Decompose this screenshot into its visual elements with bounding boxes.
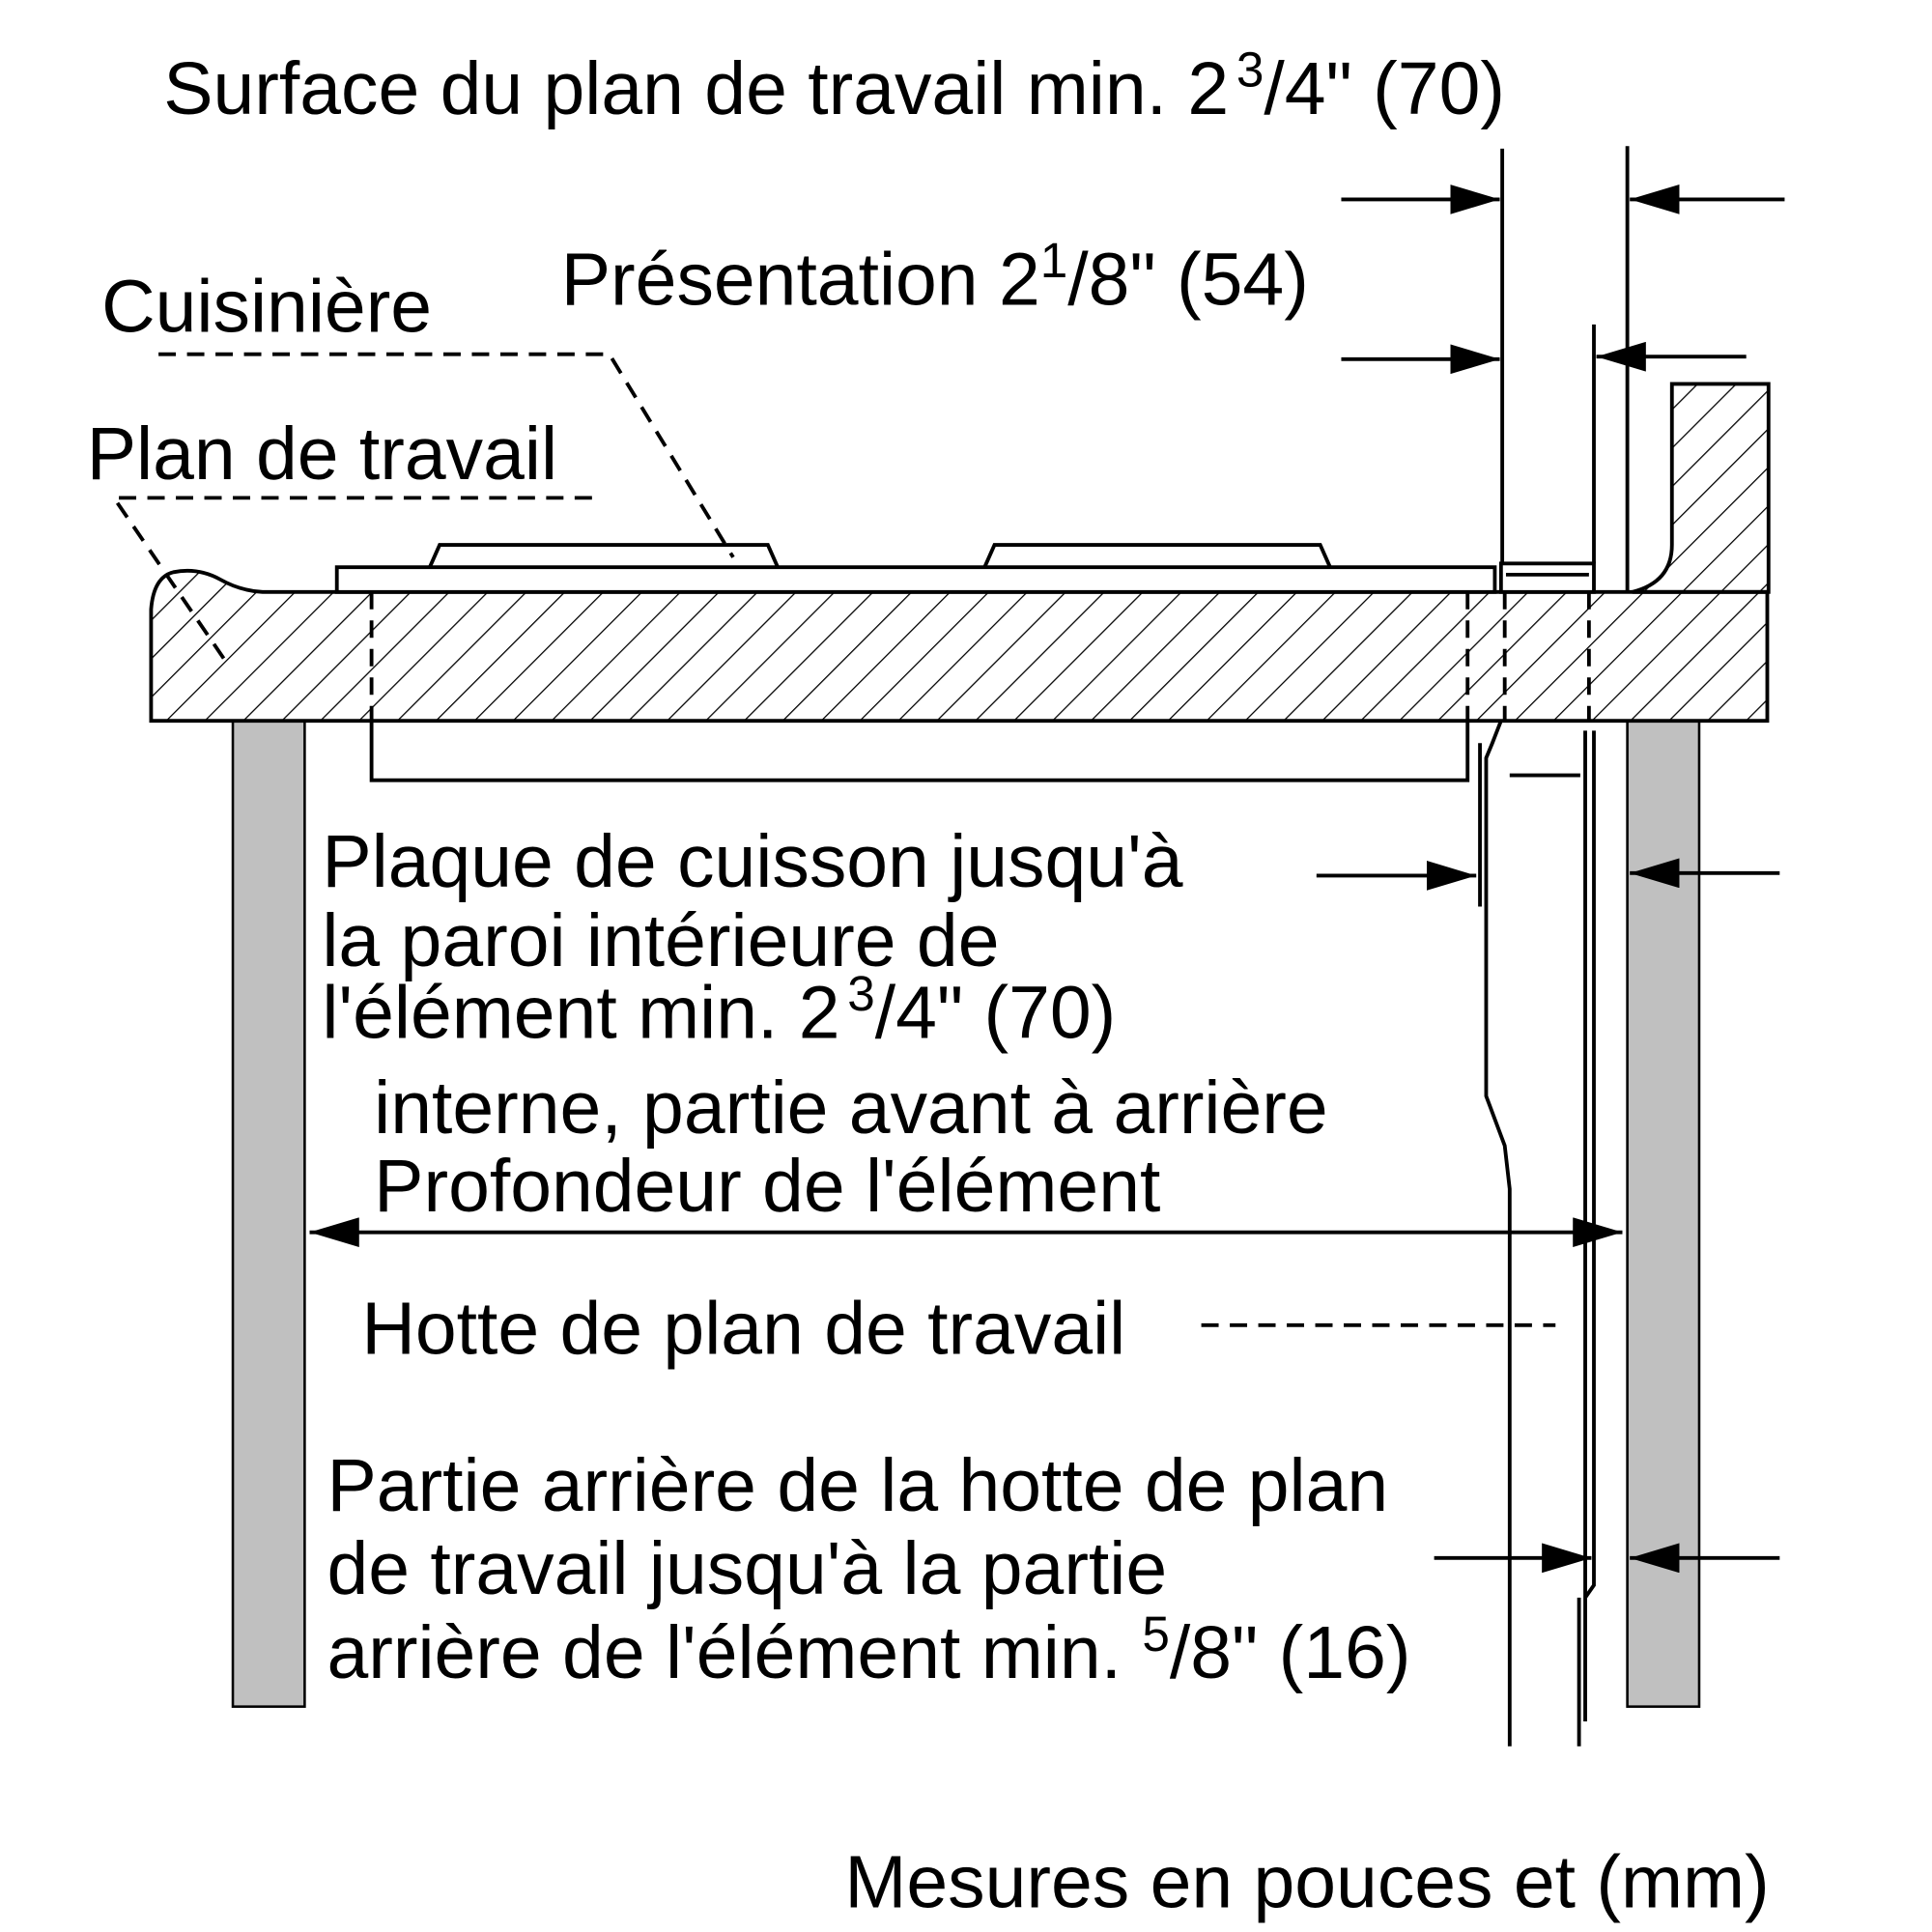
cabinet-left-wall: [231, 719, 306, 1708]
hood-front-wall: [1484, 720, 1512, 1747]
hood-back-wall: [1577, 730, 1596, 1747]
cooktop-label: Cuisinière: [101, 266, 432, 349]
cooktop-underside: [369, 721, 1470, 782]
burner-right: [982, 543, 1332, 568]
cooktop-to-wall-label: Plaque de cuisson jusqu'à la paroi intér…: [322, 820, 1204, 1054]
backsplash-section: [1632, 382, 1771, 594]
hood-back-label: Partie arrière de la hotte de plan de tr…: [327, 1444, 1410, 1694]
leader-countertop: [110, 496, 592, 668]
countertop-section: [149, 568, 1770, 724]
leader-cooktop: [158, 352, 735, 558]
countertop-label: Plan de travail: [87, 412, 557, 496]
hood-label: Hotte de plan de travail: [361, 1287, 1125, 1370]
presentation-label: Présentation 21/8" (54): [561, 233, 1309, 321]
burner-left: [428, 543, 780, 568]
depth-label: interne, partie avant à arrière Profonde…: [374, 1066, 1349, 1228]
cooktop-body: [334, 565, 1497, 594]
hood-top: [1498, 561, 1596, 594]
units-note: Mesures en pouces et (mm): [844, 1840, 1769, 1923]
